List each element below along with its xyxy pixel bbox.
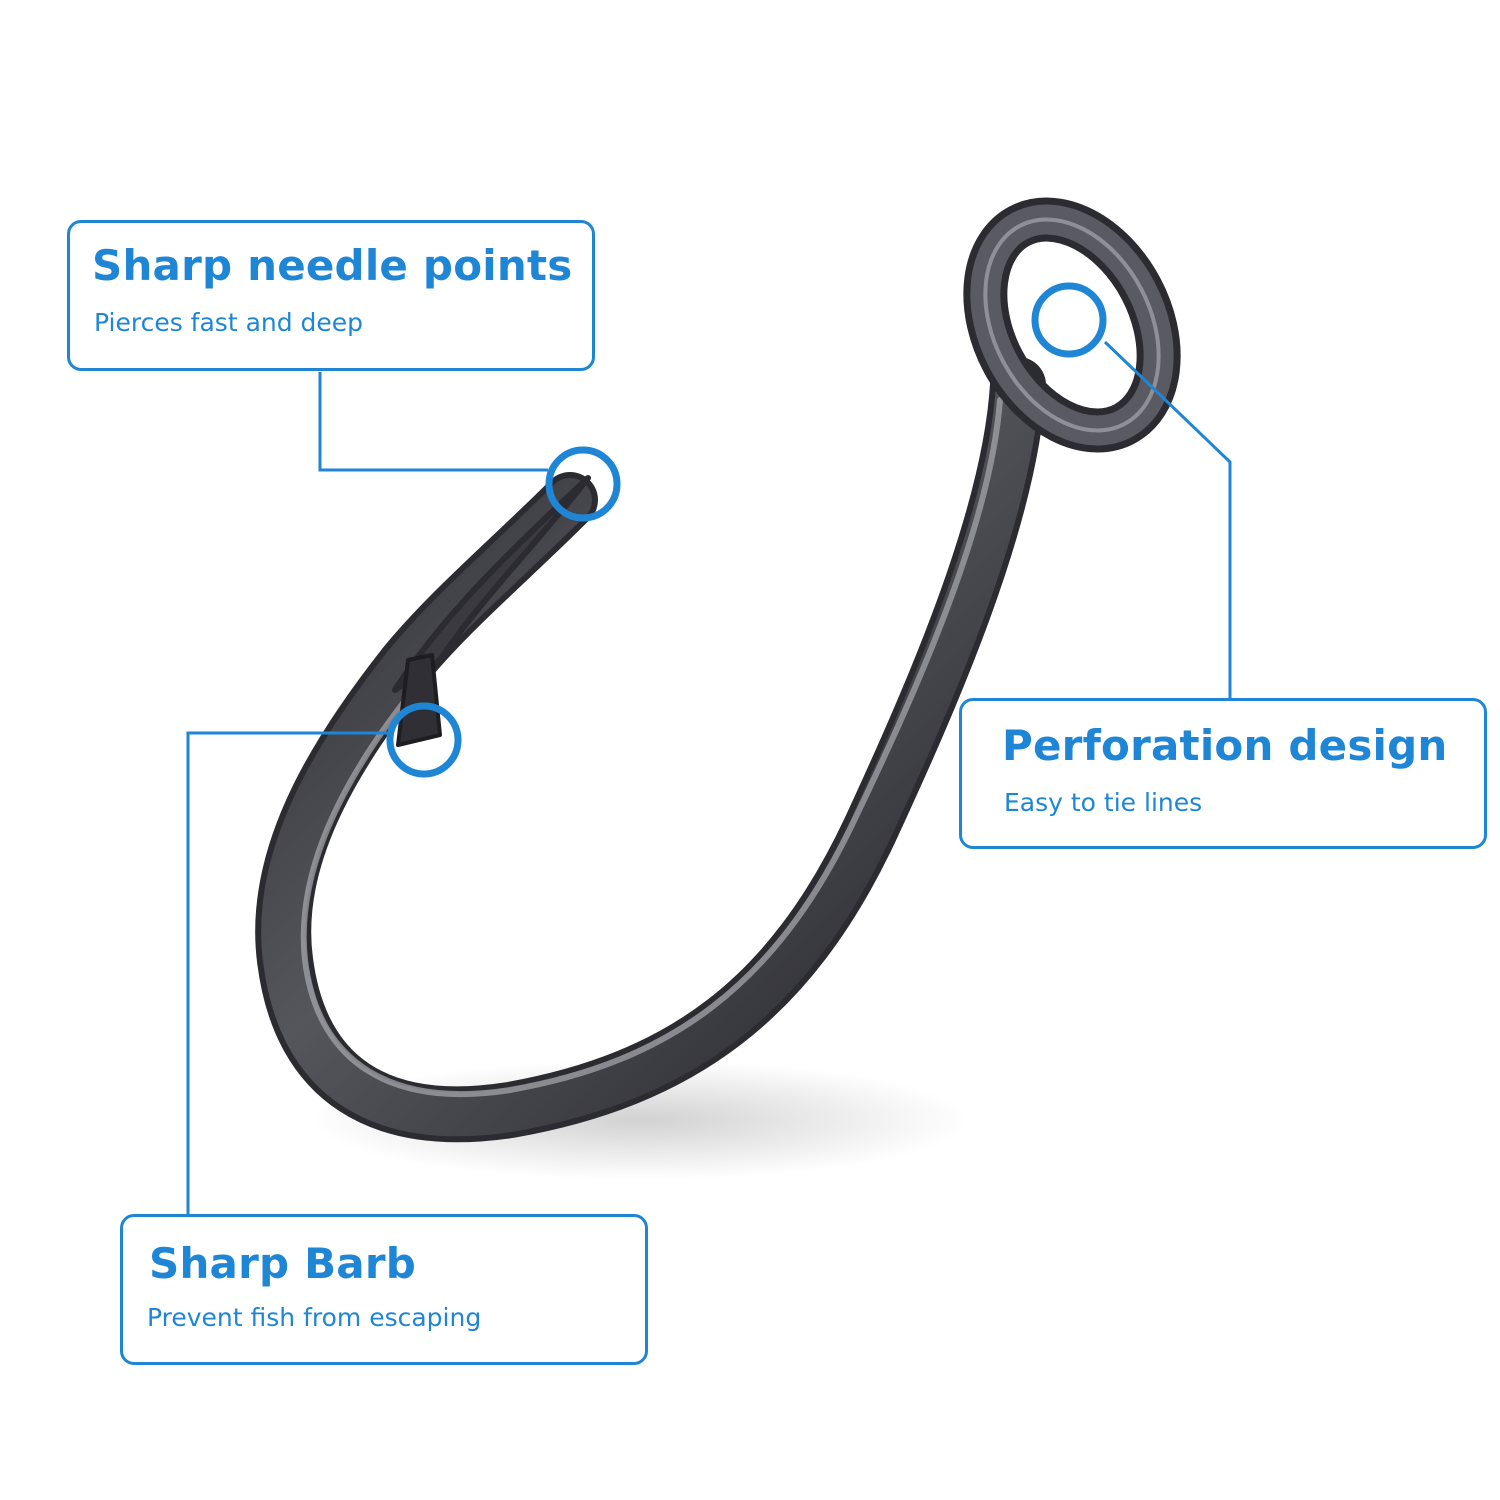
perforation-design-title: Perforation design bbox=[1002, 721, 1448, 770]
sharp-barb-subtitle: Prevent fish from escaping bbox=[147, 1303, 482, 1332]
perforation-design-callout: Perforation design Easy to tie lines bbox=[959, 698, 1487, 849]
needle-leader-line bbox=[318, 372, 548, 472]
sharp-barb-callout: Sharp Barb Prevent fish from escaping bbox=[120, 1214, 648, 1365]
eye-marker bbox=[1031, 282, 1107, 358]
needle-points-title: Sharp needle points bbox=[92, 241, 573, 290]
needle-points-subtitle: Pierces fast and deep bbox=[94, 308, 364, 337]
barb-leader-line bbox=[186, 731, 390, 1214]
barb-marker bbox=[386, 702, 462, 778]
needle-points-callout: Sharp needle points Pierces fast and dee… bbox=[67, 220, 595, 371]
perforation-leader-line bbox=[1103, 340, 1232, 698]
hook-point bbox=[392, 475, 591, 693]
needle-point-marker bbox=[545, 446, 621, 522]
sharp-barb-title: Sharp Barb bbox=[149, 1239, 417, 1288]
perforation-design-subtitle: Easy to tie lines bbox=[1004, 788, 1203, 817]
